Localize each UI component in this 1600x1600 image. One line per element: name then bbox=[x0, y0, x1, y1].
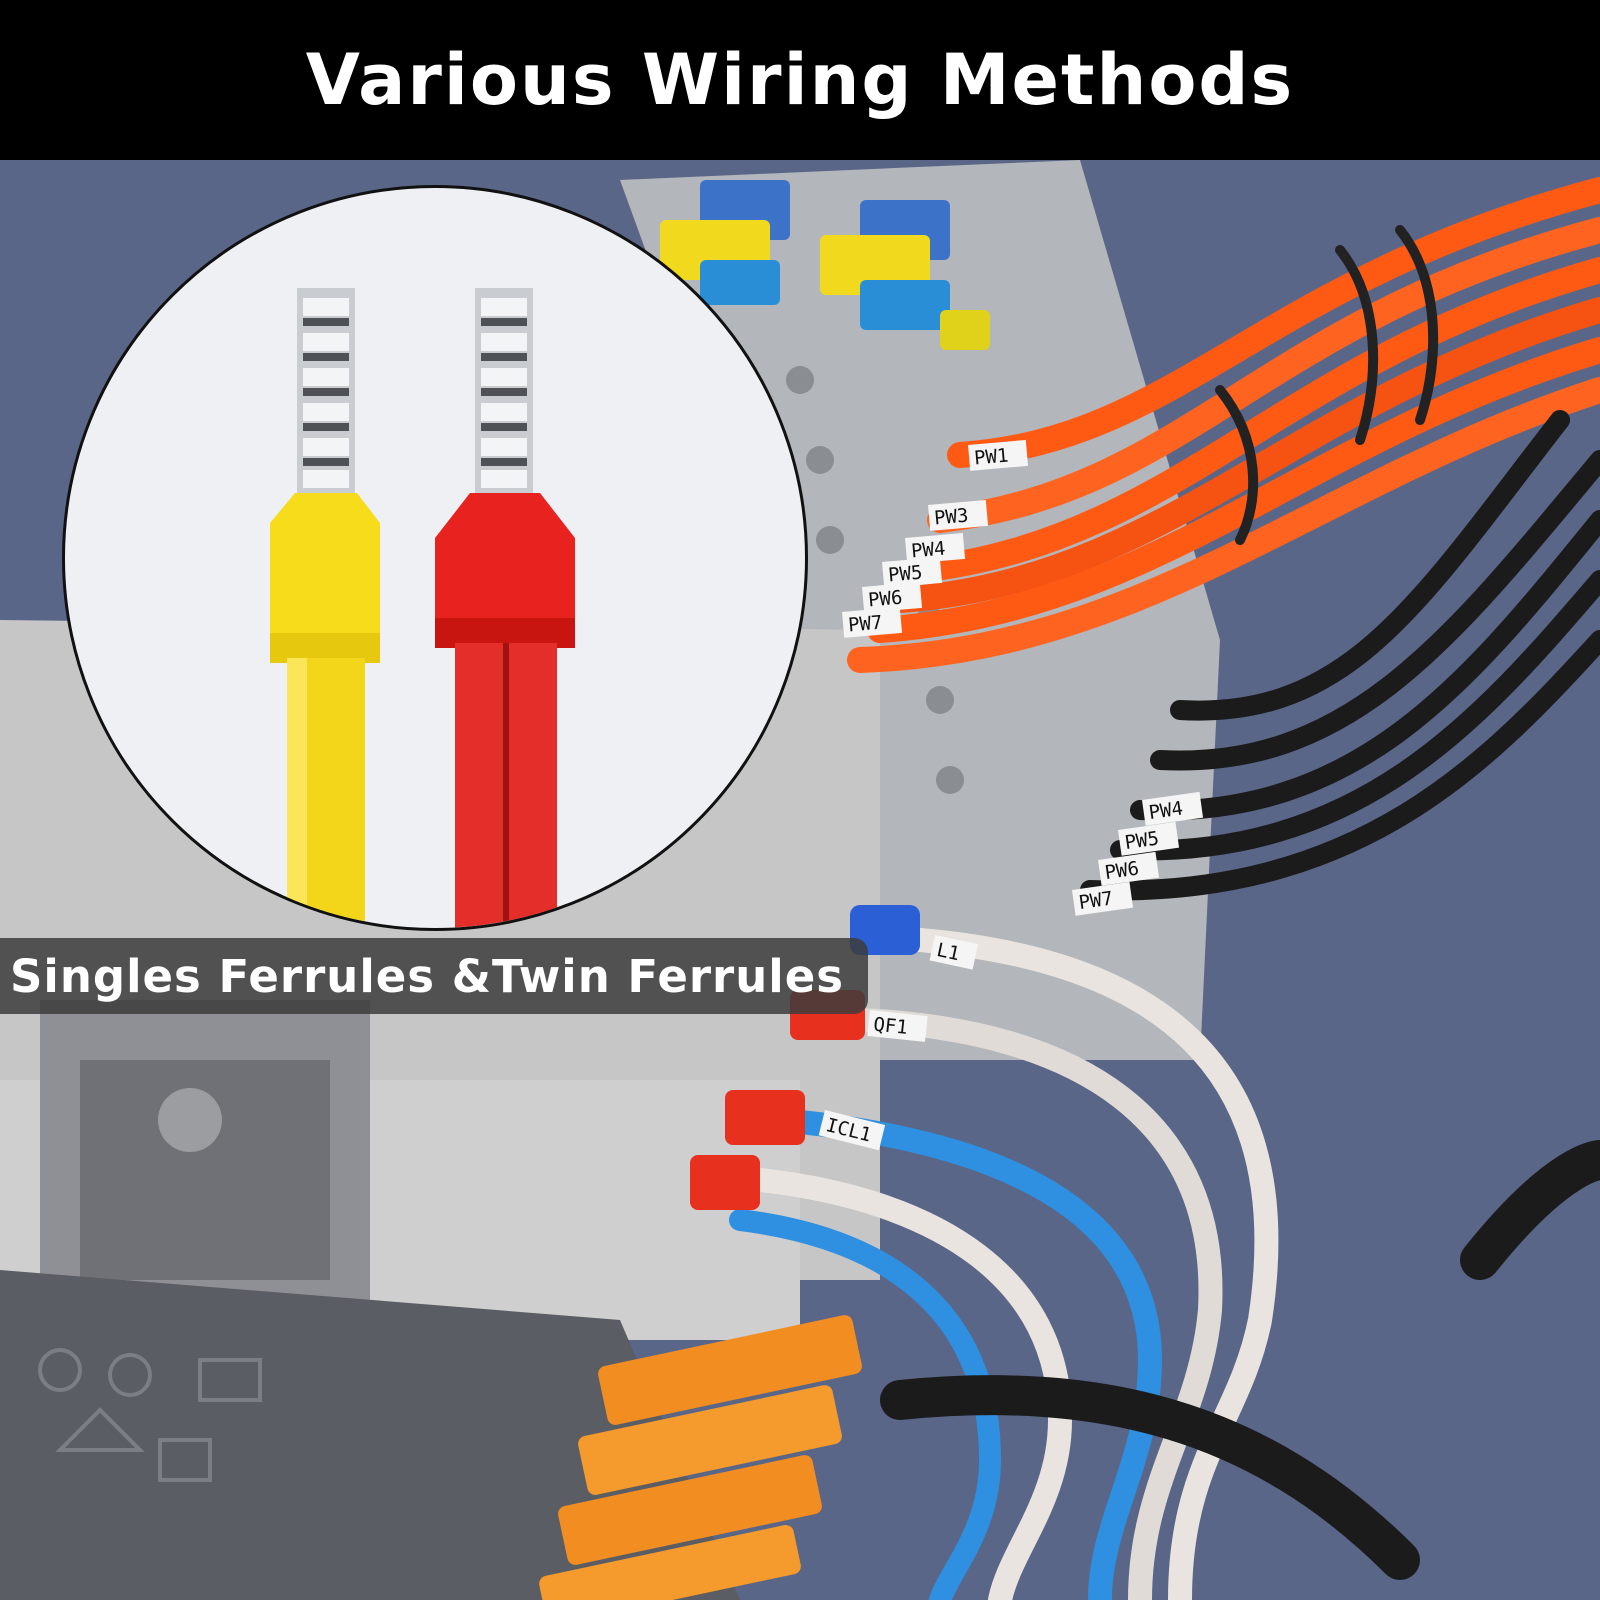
wire-label: PW4 bbox=[1147, 797, 1184, 824]
black-wire-bundle bbox=[1080, 410, 1600, 901]
black-wire-labels: PW4 PW5 PW6 PW7 bbox=[1072, 791, 1204, 916]
page-title: Various Wiring Methods bbox=[305, 39, 1295, 121]
wire-label: PW3 bbox=[933, 505, 969, 530]
wire-label: PW5 bbox=[1123, 827, 1160, 854]
wire-label: PW1 bbox=[973, 445, 1009, 470]
caption-text: Singles Ferrules &Twin Ferrules bbox=[10, 949, 845, 1003]
orange-wire-labels: PW1 PW3 PW4 PW5 PW6 PW7 bbox=[842, 439, 1029, 638]
ferrule-inset bbox=[62, 185, 808, 931]
wire-label: L1 bbox=[935, 939, 962, 965]
twin-ferrule bbox=[435, 288, 575, 928]
orange-wire-bundle bbox=[847, 177, 1600, 673]
title-banner: Various Wiring Methods bbox=[0, 0, 1600, 160]
white-blue-wires bbox=[729, 928, 1600, 1600]
ferrule-caption: Singles Ferrules &Twin Ferrules bbox=[0, 938, 869, 1014]
wire-label: QF1 bbox=[872, 1014, 908, 1039]
photo-ferrules bbox=[690, 905, 920, 1210]
wire-label: PW7 bbox=[847, 612, 883, 637]
wire-label: PW7 bbox=[1077, 887, 1114, 914]
power-supply-panel bbox=[0, 1270, 740, 1600]
wire-label: PW6 bbox=[1103, 857, 1140, 884]
single-ferrule bbox=[270, 288, 380, 928]
lever-connectors bbox=[539, 1315, 862, 1600]
